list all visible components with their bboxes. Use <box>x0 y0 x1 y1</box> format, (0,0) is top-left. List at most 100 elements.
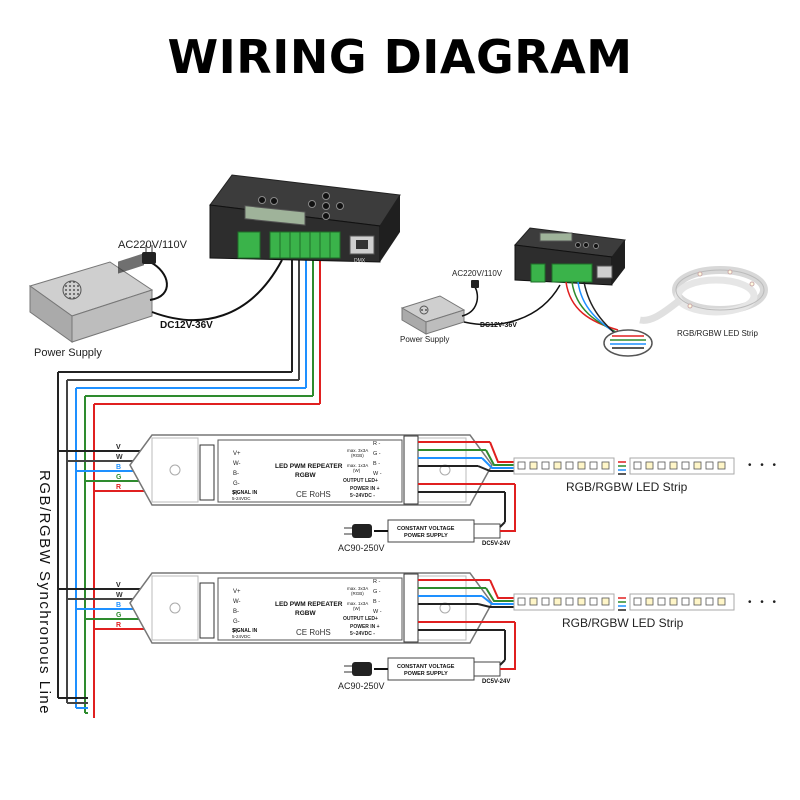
led-chip <box>529 597 538 606</box>
branch-1-ac-label: AC90-250V <box>338 543 385 553</box>
output-led-plus: OUTPUT LED+ <box>343 616 378 622</box>
signal-in-voltage: 5-24VDC <box>232 496 251 501</box>
pin-b-minus: B- <box>233 609 239 615</box>
led-chip <box>565 461 574 470</box>
button-1[interactable] <box>258 196 266 204</box>
button-up[interactable] <box>322 192 330 200</box>
inset-connector-zoom <box>603 329 653 357</box>
repeater-1 <box>129 434 493 506</box>
button-3[interactable] <box>308 200 316 208</box>
pin-r-minus: R- <box>233 629 239 635</box>
led-chip <box>717 461 726 470</box>
signal-in-voltage: 5-24VDC <box>232 634 251 639</box>
led-chip <box>565 597 574 606</box>
button-2[interactable] <box>270 197 278 205</box>
branch-power-supply-1 <box>344 519 515 543</box>
max-w-note: max. 1x3A <box>347 601 368 606</box>
led-chip <box>645 461 654 470</box>
max-rgb-note-sub: (RGB) <box>351 591 364 596</box>
led-chip <box>645 597 654 606</box>
output-led-plus: OUTPUT LED+ <box>343 478 378 484</box>
dmx-controller: DMX <box>209 174 401 264</box>
led-chip <box>705 597 714 606</box>
max-rgb-note: max. 3x3A <box>347 448 368 453</box>
led-chip <box>541 461 550 470</box>
wire-letter-b: B <box>116 602 121 609</box>
wire-letter-r: R <box>116 484 121 491</box>
repeater-title: LED PWM REPEATER <box>275 463 343 470</box>
led-chip <box>601 597 610 606</box>
strip-1-ellipsis: • • • <box>748 460 779 471</box>
dc-input-label: DC12V-36V <box>160 320 213 331</box>
plug-icon <box>344 662 372 676</box>
ac-cable <box>149 261 168 301</box>
output-terminal <box>269 231 341 259</box>
out-pin-b: B - <box>373 461 380 467</box>
out-pin-b: B - <box>373 599 380 605</box>
power-in-minus: 5~24VDC - <box>350 493 375 499</box>
button-down[interactable] <box>322 212 330 220</box>
power-in-plus: POWER IN + <box>350 486 380 492</box>
led-chip <box>589 461 598 470</box>
led-chips <box>517 461 726 606</box>
inset-ac-label: AC220V/110V <box>452 269 503 278</box>
inset-strip-label: RGB/RGBW LED Strip <box>677 329 758 338</box>
led-chip <box>669 597 678 606</box>
out-pin-r: R - <box>373 441 381 447</box>
led-chip <box>601 461 610 470</box>
power-terminal <box>237 231 261 259</box>
inset-dc-label: DC12V-36V <box>480 322 517 329</box>
page-title: WIRING DIAGRAM <box>167 30 633 84</box>
branch-2-ac-label: AC90-250V <box>338 681 385 691</box>
wire-letter-g: G <box>116 612 122 619</box>
led-chip <box>553 597 562 606</box>
lcd-display <box>244 205 306 226</box>
repeater-subtitle: RGBW <box>295 472 316 479</box>
wire-letter-w: W <box>116 454 123 461</box>
sync-line-label: RGB/RGBW Synchronous Line <box>36 470 53 715</box>
out-pin-w: W - <box>373 609 382 615</box>
dmx-jack-label: DMX <box>354 258 366 264</box>
max-rgb-note-sub: (RGB) <box>351 453 364 458</box>
led-chip <box>717 597 726 606</box>
power-in-minus: 5~24VDC - <box>350 631 375 637</box>
fan-icon <box>62 280 82 300</box>
pin-w-minus: W- <box>233 599 241 605</box>
button-5[interactable] <box>336 202 344 210</box>
wire-letter-v: V <box>116 444 121 451</box>
main-power-supply <box>28 245 283 343</box>
wire-letter-g: G <box>116 474 122 481</box>
repeater-1-output-wires <box>418 441 516 532</box>
led-chip <box>693 461 702 470</box>
wire-letter-v: V <box>116 582 121 589</box>
psu-box-label-1: CONSTANT VOLTAGE <box>397 526 455 532</box>
mount-hole-icon <box>169 602 181 614</box>
led-chip <box>633 597 642 606</box>
psu-box-label-2: POWER SUPPLY <box>404 671 448 677</box>
inset-plug-icon <box>471 280 479 288</box>
signal-in-label: SIGNAL IN <box>232 490 258 496</box>
plug-icon <box>344 524 372 538</box>
wire-letter-r: R <box>116 622 121 629</box>
led-chip <box>529 461 538 470</box>
repeater-label-panel <box>217 439 403 503</box>
output-terminal <box>403 573 419 643</box>
input-terminal <box>199 582 215 639</box>
cert-marks: CE RoHS <box>296 490 331 499</box>
plug-icon <box>142 245 156 264</box>
cert-marks: CE RoHS <box>296 628 331 637</box>
pin-g-minus: G- <box>233 619 240 625</box>
button-4[interactable] <box>322 202 330 210</box>
led-chip <box>517 461 526 470</box>
led-chip <box>589 597 598 606</box>
max-rgb-note: max. 3x3A <box>347 586 368 591</box>
inset-power-supply-label: Power Supply <box>400 335 449 344</box>
mount-hole-icon <box>169 464 181 476</box>
repeater-subtitle: RGBW <box>295 610 316 617</box>
out-pin-w: W - <box>373 471 382 477</box>
max-w-note-sub: (W) <box>353 468 361 473</box>
strip-2-ellipsis: • • • <box>748 597 779 608</box>
led-chip <box>577 597 586 606</box>
led-chip <box>541 597 550 606</box>
